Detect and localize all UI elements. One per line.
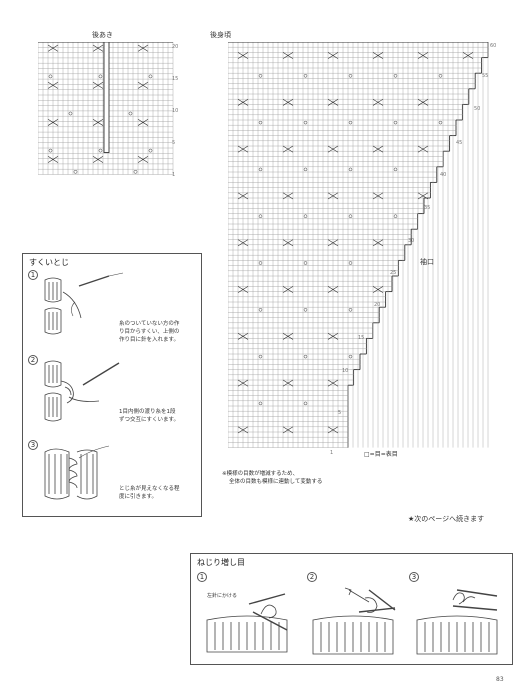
sukui-step-1-text-2: り目からすくい、上側の [119,329,180,335]
left-row-20: 20 [172,44,179,50]
chart-note-line-1: ※模様の目数が増減するため、 [222,471,299,477]
right-row-55: 55 [482,73,489,79]
right-row-50: 50 [474,106,481,112]
sukui-step-1-text-3: 作り目に針を入れます。 [119,337,179,343]
nejiri-step-1-hint: 左針にかける [207,593,238,599]
nejiri-step-1-number: 1 [197,572,207,582]
right-row-10: 10 [342,368,349,374]
back-opening-title: 後あき [92,31,113,39]
right-row-60: 60 [490,43,497,49]
nejiri-step-3-number: 3 [409,572,419,582]
left-row-5: 5 [172,140,176,146]
legend-text: □=目=表目 [364,451,398,458]
page-number: 83 [496,676,504,683]
left-row-1: 1 [172,172,176,178]
sukui-step-3-illustration [44,445,110,500]
sukui-step-2-text-2: ずつ交互にすくいます。 [119,417,180,423]
back-opening-chart [38,42,174,175]
right-row-1: 1 [330,450,334,456]
sukui-step-2-text-1: 1目内側の渡り糸を1段 [119,409,176,415]
nejiri-step-2-illustration [312,587,396,655]
nejiri-step-3-illustration [416,589,498,655]
sukui-step-3-text-1: とじ糸が見えなくなる程 [119,486,180,492]
sukui-step-1-text-1: 糸のついていない方の作 [119,321,180,327]
sukui-step-1-illustration [44,272,124,335]
legend: □=目=表目 [364,449,398,458]
sukui-step-2-illustration [44,360,120,422]
sukui-step-1-number: 1 [28,270,38,280]
nejiri-increase-title: ねじり増し目 [197,558,245,567]
chart-note-line-2: 全体の目数も模様に連動して変動する [229,479,323,485]
nejiri-increase-box: ねじり増し目 1 左針にかける 2 3 [190,553,513,665]
back-body-title: 後身頃 [210,31,231,39]
right-row-5: 5 [338,410,342,416]
back-body-chart [228,42,489,448]
right-row-35: 35 [424,205,431,211]
right-row-40: 40 [440,172,447,178]
right-row-15: 15 [358,335,365,341]
left-row-15: 15 [172,76,179,82]
right-row-30: 30 [408,238,415,244]
sleeve-opening-label: 袖口 [420,258,434,266]
sukui-step-3-number: 3 [28,440,38,450]
nejiri-step-2-number: 2 [307,572,317,582]
nejiri-step-1-illustration [206,593,288,653]
sukui-step-2-number: 2 [28,355,38,365]
left-row-10: 10 [172,108,179,114]
sukui-toji-title: すくいとじ [29,258,69,267]
continue-note: ★次のページへ続きます [408,515,485,523]
right-row-45: 45 [456,140,463,146]
sukui-toji-box: すくいとじ 1 糸のついていない方の作 り目からすくい、上側の 作り目に針を入れ… [22,253,202,517]
right-row-20: 20 [374,302,381,308]
right-row-25: 25 [390,270,397,276]
sukui-step-3-text-2: 度に引きます。 [119,494,157,500]
